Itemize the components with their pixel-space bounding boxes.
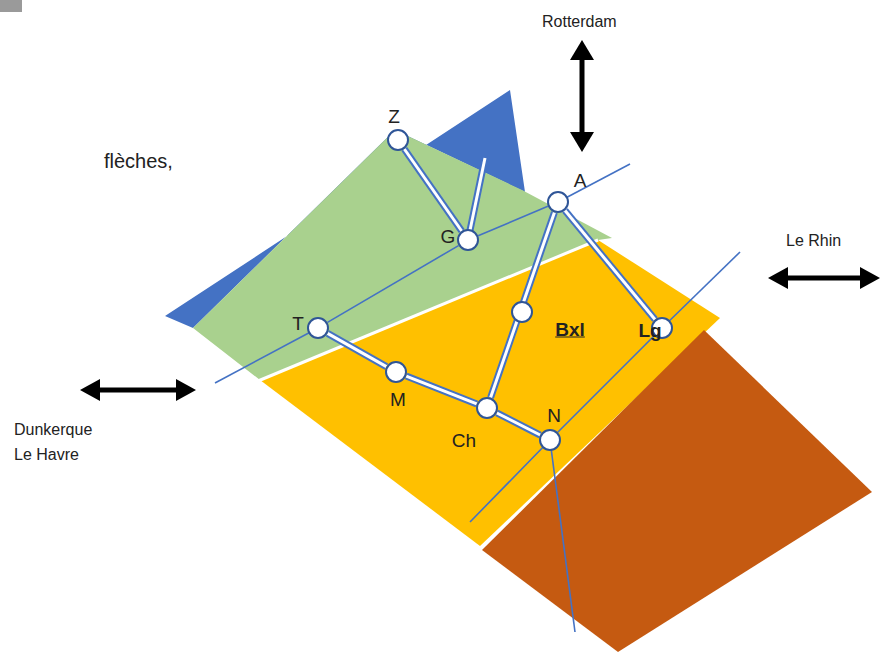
place-label: Dunkerque Le Havre bbox=[14, 418, 106, 468]
axis-lines bbox=[215, 164, 740, 632]
canal-connector bbox=[491, 212, 555, 397]
city-label: Z bbox=[388, 107, 400, 126]
canal-connector bbox=[565, 210, 655, 319]
canal-connector bbox=[497, 413, 540, 435]
axis-connector bbox=[558, 336, 654, 432]
region-border bbox=[258, 240, 598, 381]
city-label: M bbox=[390, 390, 406, 409]
city-circle: A bbox=[547, 191, 569, 213]
canal-connector bbox=[404, 149, 461, 231]
canal-stub bbox=[468, 158, 485, 240]
city-label: Ch bbox=[452, 431, 476, 450]
flow-arrows bbox=[80, 40, 880, 401]
city-label: T bbox=[292, 314, 304, 333]
canal-connector bbox=[406, 376, 477, 404]
image-fragment bbox=[0, 0, 22, 12]
south-region bbox=[482, 330, 872, 652]
city-circle: N bbox=[539, 429, 561, 451]
city-label: N bbox=[547, 406, 561, 425]
city-label: Lg bbox=[638, 321, 661, 340]
axis-connector bbox=[327, 246, 458, 323]
canal-connector bbox=[328, 333, 387, 366]
city-label: Bxl bbox=[555, 320, 585, 339]
city-circle: Bxl bbox=[511, 301, 533, 323]
city-label: G bbox=[441, 227, 456, 246]
axis-connector bbox=[478, 206, 548, 235]
city-circle: Z bbox=[387, 129, 409, 151]
place-label: Rotterdam bbox=[542, 10, 617, 35]
city-circle: T bbox=[307, 317, 329, 339]
place-label: flèches, bbox=[104, 146, 173, 177]
place-label: Le Rhin bbox=[786, 229, 841, 254]
city-circle: G bbox=[457, 229, 479, 251]
city-circle: M bbox=[385, 361, 407, 383]
city-circle: Lg bbox=[651, 317, 673, 339]
city-circle: Ch bbox=[476, 397, 498, 419]
city-label: A bbox=[574, 171, 587, 190]
